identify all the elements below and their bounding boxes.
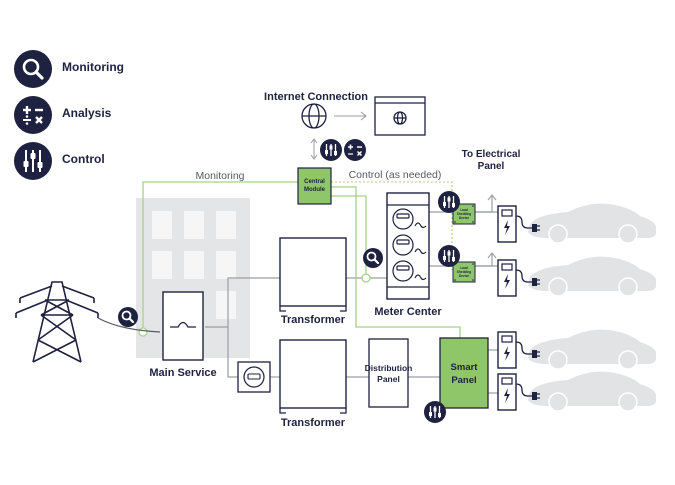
connection-node (138, 327, 148, 337)
ev-charger-1 (497, 205, 517, 243)
transformer-top (279, 237, 347, 312)
lsd-label: Load (460, 266, 468, 270)
legend-item-control: Control (14, 142, 214, 180)
smart-panel-label-2: Panel (451, 375, 476, 386)
internet-connection-label: Internet Connection (264, 91, 368, 103)
math-operators-icon (14, 96, 52, 134)
lsd-label: Shedding (457, 270, 472, 274)
meter-monitoring-icon (361, 246, 385, 270)
plug-icon (515, 383, 541, 401)
legend-label: Analysis (62, 106, 112, 120)
main-service-label: Main Service (149, 367, 216, 379)
connection-node (361, 273, 371, 283)
lsd-label: Load (460, 208, 468, 212)
sliders-icon (14, 142, 52, 180)
power-feed-line (97, 317, 161, 333)
distribution-panel-label-2: Panel (377, 374, 400, 384)
control-line (331, 181, 453, 270)
arrow-up-icon (487, 252, 497, 259)
legend-label: Control (62, 152, 105, 166)
ev-car-4 (527, 370, 657, 412)
ev-car-1 (527, 202, 657, 244)
transformer-bottom (279, 339, 347, 414)
plug-icon (515, 341, 541, 359)
globe-icon (301, 103, 327, 129)
meter-center (386, 192, 430, 300)
lsd-control-icon (437, 190, 461, 214)
monitoring-magnifier-icon (116, 305, 140, 329)
lsd-label: Shedding (457, 212, 472, 216)
monitoring-lines (142, 181, 461, 338)
distribution-panel (368, 338, 409, 408)
legend-item-monitoring: Monitoring (14, 50, 214, 88)
central-module-label-2: Module (304, 187, 326, 193)
ev-charger-2 (497, 259, 517, 297)
plug-icon (515, 215, 541, 233)
central-analysis-icon (343, 138, 367, 162)
distribution-panel-label-1: Distribution (365, 363, 413, 373)
control-path-label: Control (as needed) (349, 169, 442, 181)
smart-panel (439, 337, 489, 409)
smart-panel-control-icon (423, 400, 447, 424)
lsd-label: Device (459, 216, 470, 220)
bidirectional-arrow-icon (310, 138, 318, 160)
ev-car-3 (527, 328, 657, 370)
smart-panel-label-1: Smart (451, 362, 479, 373)
transformer-bottom-label: Transformer (281, 417, 346, 429)
meter-icon (237, 361, 271, 393)
meter-center-label: Meter Center (374, 306, 442, 318)
arrow-right-icon (334, 111, 367, 121)
arrow-up-icon (487, 194, 497, 201)
to-electrical-panel-label-2: Panel (478, 161, 505, 172)
ev-charger-3 (497, 331, 517, 369)
legend-label: Monitoring (62, 60, 124, 74)
ev-car-2 (527, 255, 657, 297)
transformer-top-label: Transformer (281, 314, 346, 326)
magnifier-icon (14, 50, 52, 88)
ev-charger-4 (497, 373, 517, 411)
legend-item-analysis: Analysis (14, 96, 214, 134)
browser-window-icon (374, 96, 426, 136)
central-module (297, 167, 332, 205)
central-control-icon (319, 138, 343, 162)
monitoring-path-label: Monitoring (195, 170, 244, 182)
central-module-label-1: Central (304, 179, 325, 185)
main-service (162, 291, 204, 361)
lsd-label: Device (459, 274, 470, 278)
to-electrical-panel-label-1: To Electrical (462, 149, 521, 160)
lsd-control-icon (437, 244, 461, 268)
utility-tower-icon (15, 281, 99, 363)
